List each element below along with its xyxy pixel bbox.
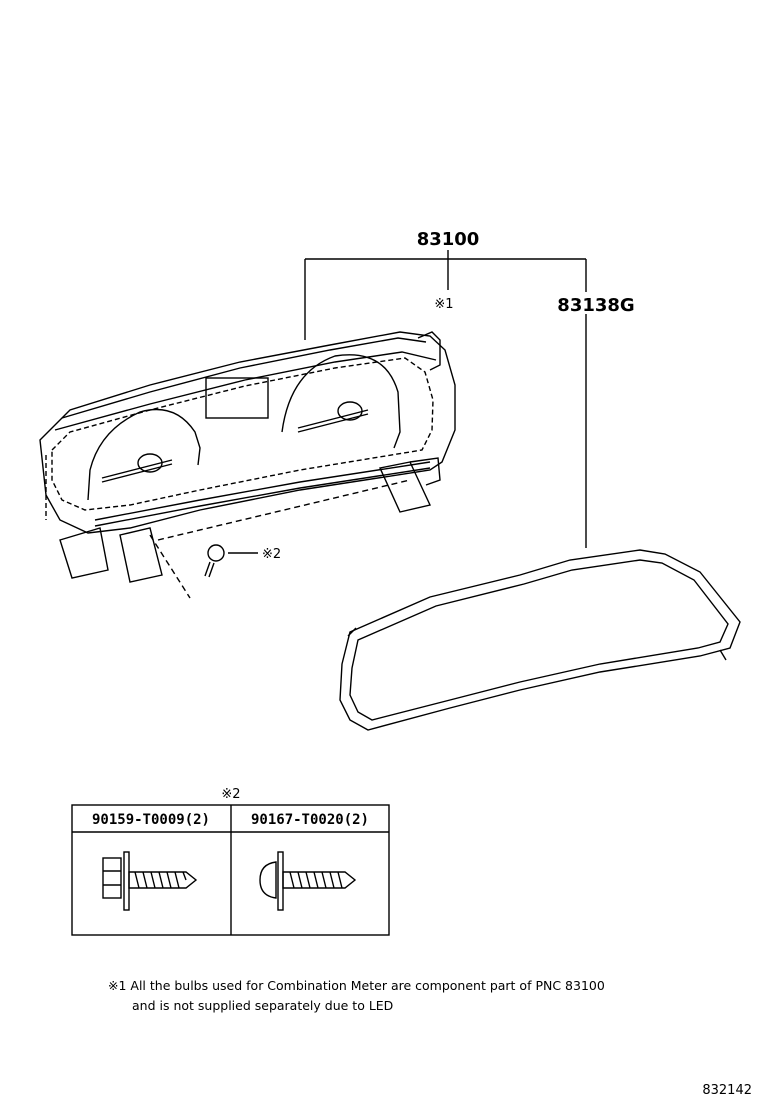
fastener-table: [71, 804, 390, 936]
pan-head-screw-icon: [259, 851, 357, 911]
screw-callout: [204, 544, 225, 578]
note-ref-1: ※1: [434, 297, 453, 312]
note-ref-2: ※2: [262, 547, 281, 562]
assembly-part-number: 83100: [417, 229, 480, 250]
combination-meter-assembly: [39, 331, 456, 599]
footnote: ※1 All the bulbs used for Combination Me…: [108, 976, 605, 1016]
fastener-part-1: 90159-T0009(2): [92, 812, 210, 828]
meter-glass: [339, 549, 741, 731]
hex-bolt-with-washer-icon: [102, 851, 198, 911]
footnote-line-1: ※1 All the bulbs used for Combination Me…: [108, 978, 605, 993]
illustration-number: 832142: [702, 1083, 752, 1098]
table-ref: ※2: [221, 787, 240, 802]
leader-lines: [228, 250, 587, 554]
footnote-line-2: and is not supplied separately due to LE…: [132, 998, 394, 1013]
fastener-part-2: 90167-T0020(2): [251, 812, 369, 828]
glass-part-number: 83138G: [557, 295, 634, 316]
